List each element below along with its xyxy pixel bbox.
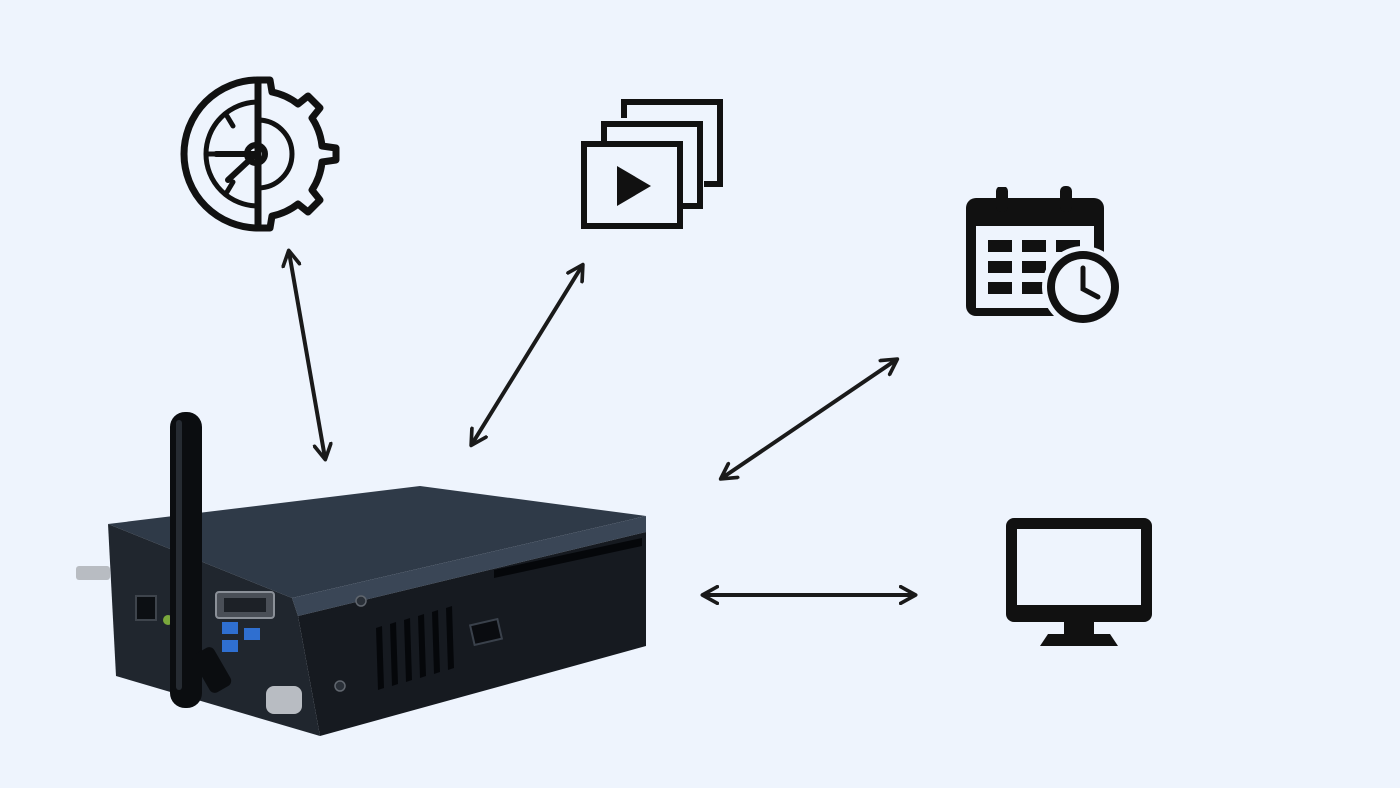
- media-playlist-icon: [581, 99, 723, 229]
- monitor-icon: [1006, 518, 1152, 646]
- arrow-to-clock-gear: [289, 252, 325, 458]
- arrow-to-calendar-schedule: [722, 360, 896, 478]
- clock-gear-icon: [180, 76, 340, 232]
- arrow-to-media-playlist: [472, 266, 582, 444]
- calendar-schedule-icon: [966, 183, 1124, 328]
- mini-pc-device: [76, 412, 646, 736]
- connector-arrows: [289, 252, 914, 595]
